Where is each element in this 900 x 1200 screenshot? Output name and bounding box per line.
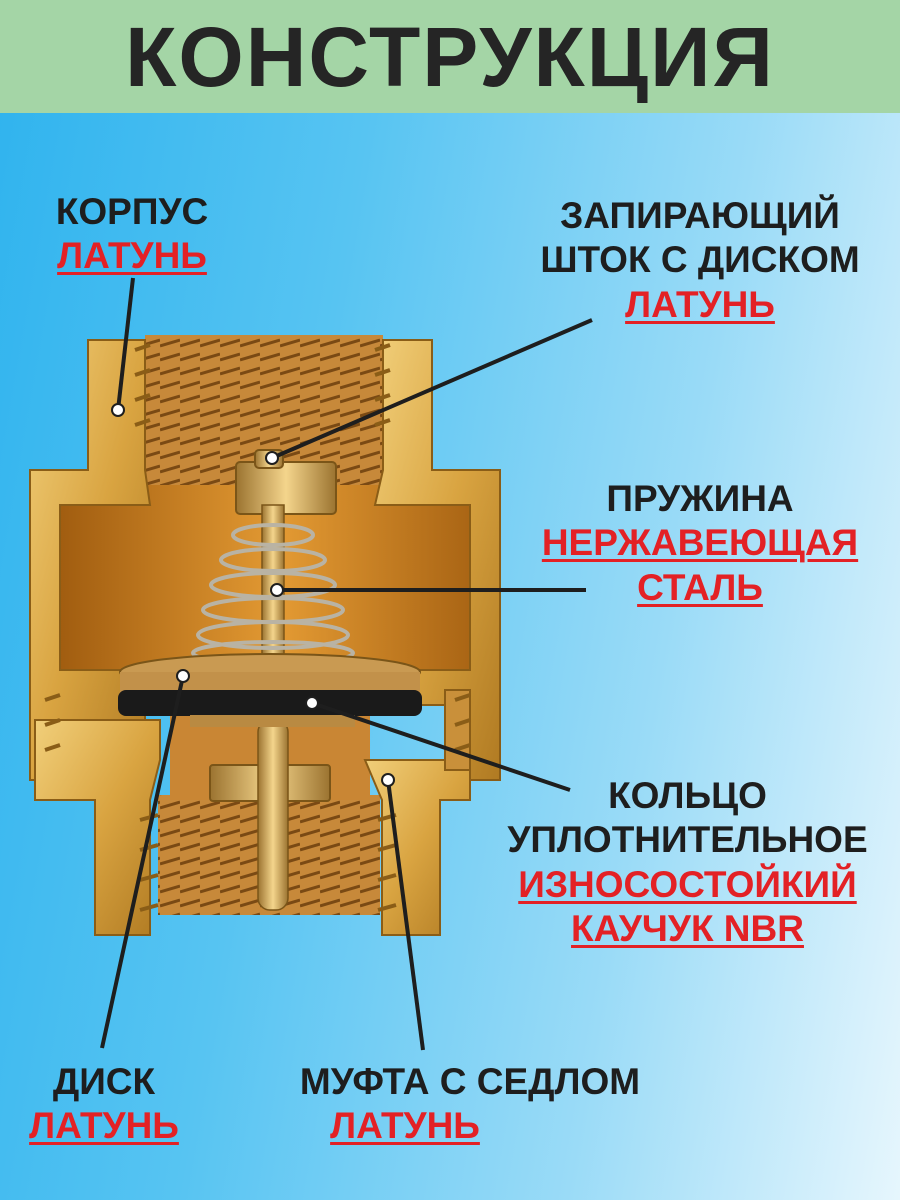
label-coupling-name: МУФТА С СЕДЛОМ [265,1060,675,1104]
dot-ring [306,697,318,709]
label-ring-line1: КОЛЬЦО [480,774,895,818]
dot-stem [266,452,278,464]
dot-disk [177,670,189,682]
label-body-material: ЛАТУНЬ [42,234,222,278]
label-disk-name: ДИСК [14,1060,194,1104]
label-spring: ПРУЖИНА НЕРЖАВЕЮЩАЯ СТАЛЬ [510,477,890,610]
dot-spring [271,584,283,596]
label-stem: ЗАПИРАЮЩИЙ ШТОК С ДИСКОМ ЛАТУНЬ [510,194,890,327]
label-spring-material-line1: НЕРЖАВЕЮЩАЯ [510,521,890,565]
label-ring-line2: УПЛОТНИТЕЛЬНОЕ [480,818,895,862]
label-disk: ДИСК ЛАТУНЬ [14,1060,194,1149]
label-coupling: МУФТА С СЕДЛОМ ЛАТУНЬ [265,1060,675,1149]
disk-and-ring [118,654,422,727]
label-disk-material: ЛАТУНЬ [14,1104,194,1148]
label-spring-material-line2: СТАЛЬ [510,566,890,610]
label-ring: КОЛЬЦО УПЛОТНИТЕЛЬНОЕ ИЗНОСОСТОЙКИЙ КАУЧ… [480,774,895,952]
label-ring-material-line1: ИЗНОСОСТОЙКИЙ [480,863,895,907]
label-ring-material-line2: КАУЧУК NBR [480,907,895,951]
label-stem-line2: ШТОК С ДИСКОМ [510,238,890,282]
label-stem-material: ЛАТУНЬ [510,283,890,327]
dot-body [112,404,124,416]
label-coupling-material: ЛАТУНЬ [330,1104,480,1148]
label-stem-line1: ЗАПИРАЮЩИЙ [510,194,890,238]
label-spring-name: ПРУЖИНА [510,477,890,521]
label-body-name: КОРПУС [42,190,222,234]
label-body: КОРПУС ЛАТУНЬ [42,190,222,279]
dot-coupling [382,774,394,786]
